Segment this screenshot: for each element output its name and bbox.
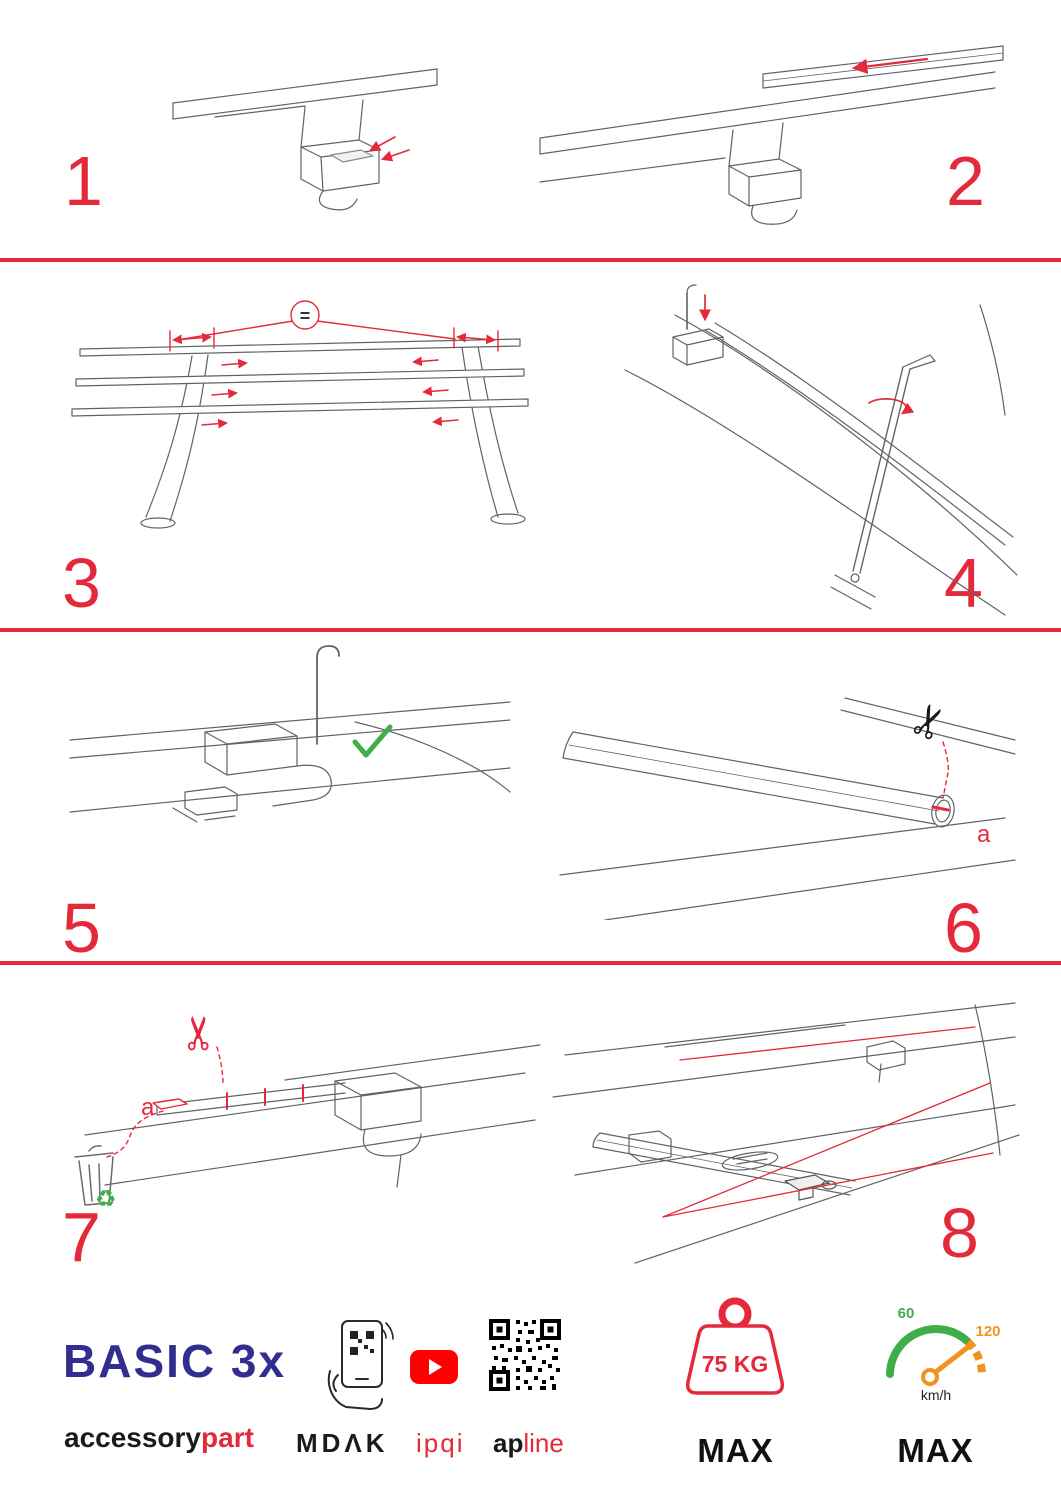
weight-value: 75 KG [702,1351,768,1377]
step-5-number: 5 [62,889,101,967]
step-8-number: 8 [940,1194,979,1272]
alignment-lines [662,1026,994,1218]
speed-max-label: MAX [897,1432,974,1469]
brand-accessory: accessory [64,1422,202,1453]
speed-low-label: 60 [898,1305,915,1322]
weight-max-label: MAX [697,1432,774,1469]
step8-illustration [552,1002,1020,1264]
partner-apline: apline [493,1428,564,1459]
step-3-number: 3 [62,544,101,622]
step4-illustration [624,284,1018,616]
step2-illustration [539,45,1004,225]
check-icon [352,724,393,758]
step-1-number: 1 [64,142,103,220]
step-2-number: 2 [946,142,985,220]
trash-bin-icon [74,1145,114,1206]
speed-high-label: 120 [975,1323,1000,1340]
apline-line: line [523,1428,564,1458]
equal-overhang-dimension [169,300,499,429]
cut-mark [931,741,950,812]
step7-illustration: ✂ a ♻ [74,1014,541,1213]
insert-arrows [369,136,410,162]
play-icon [429,1359,442,1375]
step-7-number: 7 [62,1198,101,1276]
tighten-arrows [699,294,915,415]
section-divider [0,961,1061,965]
product-name: BASIC 3x [63,1335,287,1387]
equal-sign-label: = [300,306,311,326]
step5-illustration [69,645,511,823]
scissors-icon: ✂ [900,695,960,749]
slide-arrow [851,57,929,75]
speed-unit-label: km/h [921,1387,951,1403]
cut-piece [106,1046,304,1158]
recycle-icon: ♻ [95,1186,117,1213]
youtube-icon [410,1350,458,1384]
strip-label-a: a [977,821,991,848]
step3-illustration: = [71,300,529,529]
brand-accessorypart: accessorypart [64,1422,254,1454]
partner-mdak: MDΛK [296,1428,389,1458]
phone-qr-scan-icon [327,1320,394,1410]
apline-ap: ap [493,1428,524,1458]
step1-illustration [172,68,438,211]
speedometer-icon: 60 120 km/h [886,1305,1001,1403]
brand-part: part [201,1422,254,1453]
section-divider [0,628,1061,632]
strip-label-a: a [141,1094,155,1121]
scissors-icon: ✂ [173,1014,225,1053]
qr-code-icon [489,1319,561,1391]
step-6-number: 6 [944,889,983,967]
step6-illustration: ✂ a [559,695,1016,920]
section-divider [0,258,1061,262]
partner-ipqi: ipqi [416,1428,465,1458]
max-weight-icon: 75 KG [685,1297,785,1395]
step-4-number: 4 [944,544,983,622]
